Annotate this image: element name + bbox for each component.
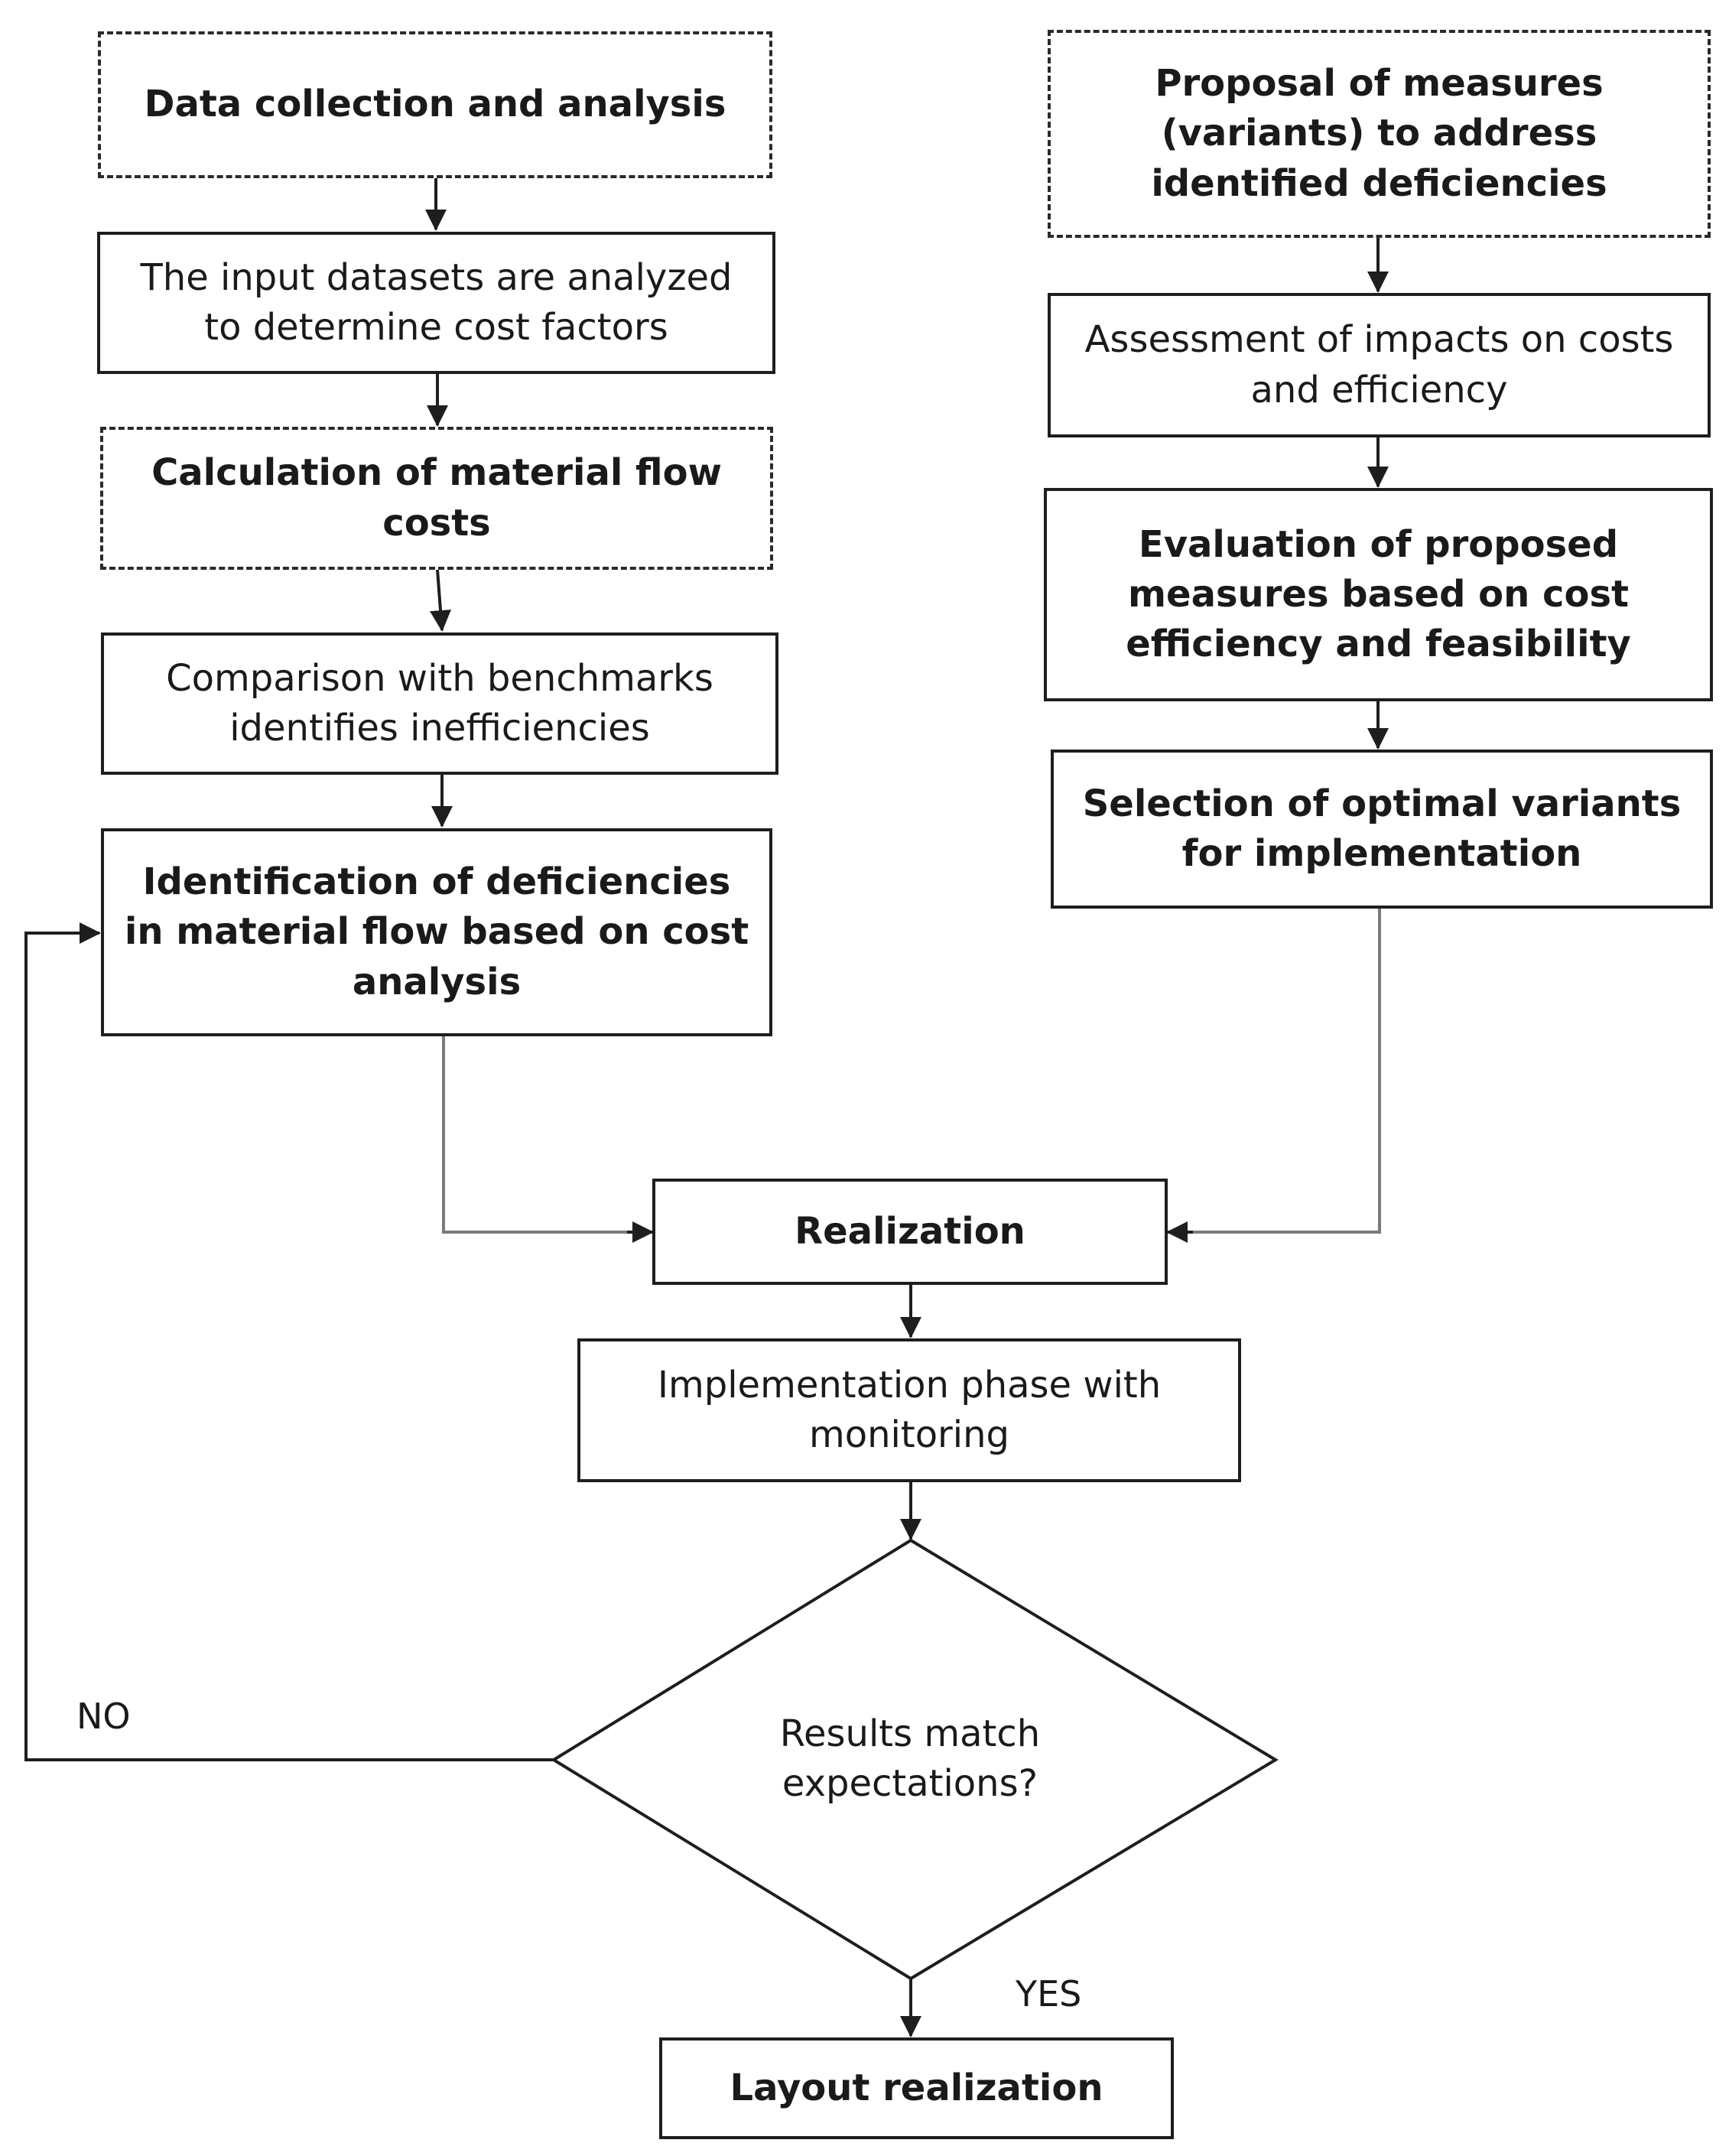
node-layout-realization[interactable]: Layout realization bbox=[659, 2037, 1174, 2139]
node-evaluation[interactable]: Evaluation of proposed measures based on… bbox=[1044, 488, 1713, 701]
edge-calculation-to-comparison bbox=[430, 569, 451, 632]
node-proposal-text: Proposal of measures (variants) to addre… bbox=[1151, 62, 1607, 205]
edge-decision-no-loop bbox=[24, 922, 554, 1761]
node-selection-text: Selection of optimal variants for implem… bbox=[1082, 782, 1682, 875]
node-evaluation-text: Evaluation of proposed measures based on… bbox=[1126, 522, 1631, 666]
node-implementation[interactable]: Implementation phase with monitoring bbox=[577, 1338, 1241, 1482]
node-decision-text: Results match expectations? bbox=[726, 1698, 1094, 1820]
node-data-collection[interactable]: Data collection and analysis bbox=[98, 31, 772, 178]
node-layout-realization-text: Layout realization bbox=[730, 2066, 1103, 2109]
node-realization-text: Realization bbox=[795, 1209, 1025, 1253]
node-comparison-text: Comparison with benchmarks identifies in… bbox=[166, 656, 713, 750]
node-identification-text: Identification of deficiencies in materi… bbox=[124, 860, 749, 1003]
node-assessment-text: Assessment of impacts on costs and effic… bbox=[1084, 318, 1674, 411]
node-proposal[interactable]: Proposal of measures (variants) to addre… bbox=[1048, 30, 1711, 238]
node-selection[interactable]: Selection of optimal variants for implem… bbox=[1051, 750, 1713, 909]
node-assessment[interactable]: Assessment of impacts on costs and effic… bbox=[1048, 293, 1711, 437]
node-input-datasets[interactable]: The input datasets are analyzed to deter… bbox=[97, 232, 775, 374]
node-realization[interactable]: Realization bbox=[652, 1179, 1168, 1285]
node-comparison[interactable]: Comparison with benchmarks identifies in… bbox=[101, 632, 778, 775]
node-input-datasets-text: The input datasets are analyzed to deter… bbox=[140, 255, 733, 349]
edge-identification-to-realization bbox=[442, 1036, 651, 1234]
node-implementation-text: Implementation phase with monitoring bbox=[657, 1363, 1162, 1456]
node-calculation-text: Calculation of material flow costs bbox=[151, 451, 722, 545]
edge-selection-to-realization bbox=[1168, 909, 1381, 1234]
node-data-collection-text: Data collection and analysis bbox=[144, 83, 726, 126]
edge-label-yes: YES bbox=[1016, 1973, 1082, 2015]
node-identification[interactable]: Identification of deficiencies in materi… bbox=[101, 828, 772, 1036]
node-calculation[interactable]: Calculation of material flow costs bbox=[100, 427, 773, 570]
decision-label: Results match expectations? bbox=[779, 1712, 1041, 1805]
edge-label-no: NO bbox=[76, 1696, 131, 1737]
